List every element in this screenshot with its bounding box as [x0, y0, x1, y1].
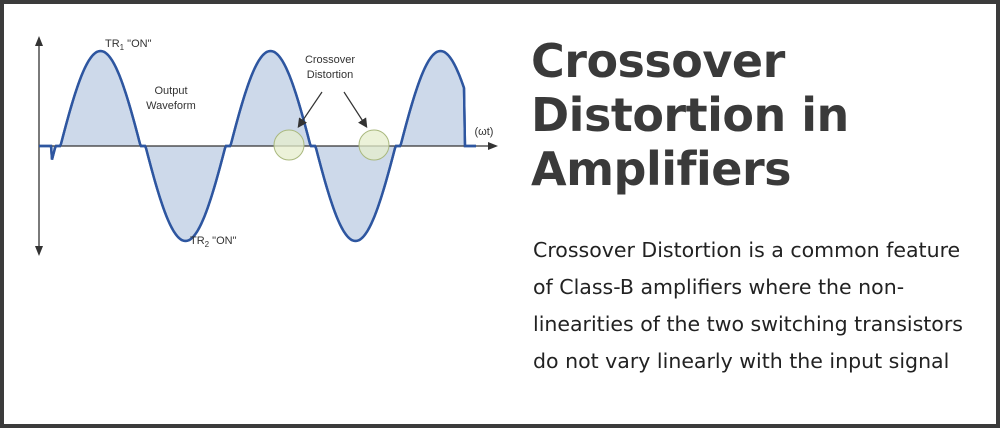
- crossover-diagram: TR1 "ON" TR2 "ON" Output Waveform Crosso…: [8, 8, 504, 274]
- output-label-line1: Output: [154, 85, 187, 97]
- tr2-on-label: TR2 "ON": [190, 235, 237, 249]
- page-title: Crossover Distortion in Amplifiers: [531, 34, 849, 196]
- crossover-label-line1: Crossover: [305, 54, 355, 66]
- x-axis-arrow: [488, 142, 498, 150]
- distortion-circle-right: [358, 129, 390, 161]
- crossover-label-line2: Distortion: [307, 69, 353, 81]
- y-axis-arrow-bottom: [35, 246, 43, 256]
- output-waveform-overlay: [39, 49, 476, 243]
- tr1-on-label: TR1 "ON": [105, 38, 152, 52]
- y-axis-arrow-top: [35, 36, 43, 46]
- output-label-line2: Waveform: [146, 100, 196, 112]
- distortion-pointer-left: [297, 91, 323, 128]
- distortion-circle-left: [273, 129, 305, 161]
- omega-t-axis-label: (ωt): [475, 126, 494, 138]
- distortion-pointer-right: [343, 91, 368, 129]
- diagram-svg: TR1 "ON" TR2 "ON" Output Waveform Crosso…: [35, 36, 498, 256]
- description-text: Crossover Distortion is a common feature…: [533, 238, 963, 373]
